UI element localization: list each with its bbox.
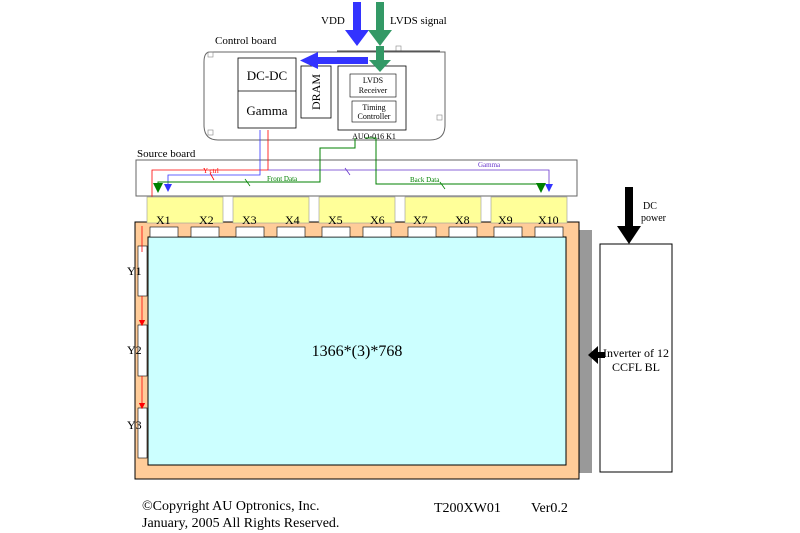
copyright: ©Copyright AU Optronics, Inc. (142, 499, 319, 514)
x-driver-label: X2 (199, 213, 214, 227)
x-driver-label: X9 (498, 213, 513, 227)
version: Ver0.2 (531, 501, 568, 516)
lvds-signal-label: LVDS signal (390, 15, 447, 27)
x-driver-label: X10 (538, 213, 559, 227)
x-driver-label: X4 (285, 213, 300, 227)
vdd-arrow (345, 2, 369, 46)
signal-arrow (369, 46, 391, 72)
dcdc-label: DC-DC (247, 68, 287, 83)
x-driver-label: X8 (455, 213, 470, 227)
power-arrow (300, 52, 368, 69)
back-data-line (365, 137, 546, 193)
x-driver-chips (149, 226, 564, 238)
inverter-line2: CCFL BL (612, 360, 660, 374)
source-board-label: Source board (137, 148, 196, 160)
lvds-receiver-block (349, 73, 397, 98)
gamma-source-label: Gamma (478, 161, 501, 169)
y-driver-label: Y3 (127, 418, 142, 432)
front-data-label: Front Data (267, 175, 298, 183)
control-board-label: Control board (215, 35, 277, 47)
gamma-line-right (268, 169, 553, 192)
source-board (135, 159, 578, 197)
lvds-receiver-line2: Receiver (359, 86, 388, 95)
rights: January, 2005 All Rights Reserved. (142, 516, 339, 531)
lvds-receiver-line1: LVDS (363, 76, 383, 85)
inverter-line1: Inverter of 12 (603, 346, 669, 360)
y-ctrl-label: Y ctrl (203, 167, 219, 175)
x-driver-label: X5 (328, 213, 343, 227)
inverter-block (599, 243, 673, 473)
dram-block (300, 65, 332, 119)
x-driver-label: X3 (242, 213, 257, 227)
dc-power-line1: DC (643, 201, 657, 212)
x-driver-groups (146, 196, 568, 224)
x-driver-label: X7 (413, 213, 428, 227)
dc-power-arrow (617, 187, 641, 244)
lvds-signal-arrow (368, 2, 392, 46)
model: T200XW01 (434, 501, 501, 516)
vdd-label: VDD (321, 15, 345, 27)
active-area (147, 236, 567, 466)
front-data-line (153, 138, 356, 193)
dc-power-line2: power (641, 213, 667, 224)
x-driver-label: X6 (370, 213, 385, 227)
gamma-label: Gamma (246, 103, 287, 118)
back-data-label: Back Data (410, 176, 440, 184)
resolution-label: 1366*(3)*768 (312, 343, 403, 360)
timing-controller-block (351, 100, 397, 123)
timing-controller-line1: Timing (362, 103, 385, 112)
inverter-arrow (588, 346, 605, 364)
dcdc-gamma-block (237, 57, 297, 129)
y-driver-label: Y2 (127, 343, 142, 357)
x-driver-label: X1 (156, 213, 171, 227)
y-driver-label: Y1 (127, 264, 142, 278)
dram-label: DRAM (309, 74, 323, 110)
timing-controller-line2: Controller (358, 112, 391, 121)
chip-label: AUO-016 K1 (352, 132, 396, 141)
